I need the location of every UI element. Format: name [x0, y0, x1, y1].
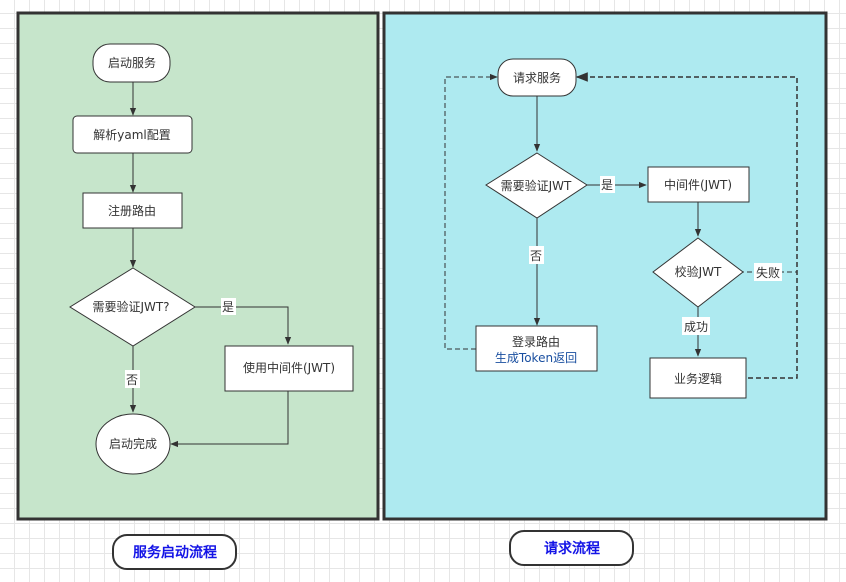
request-flow-caption: 请求流程 — [509, 530, 634, 566]
node-middleware-jwt: 中间件(JWT) — [647, 166, 750, 203]
node-verify-jwt-label: 校验JWT — [675, 264, 722, 279]
request-flow-caption-label: 请求流程 — [544, 540, 600, 557]
node-login-route-sublabel: 生成Token返回 — [495, 351, 577, 365]
node-business-logic: 业务逻辑 — [649, 357, 747, 399]
node-verify-jwt-decision: 校验JWT — [652, 237, 744, 308]
request-flow-panel — [382, 11, 828, 521]
node-start-service-label: 启动服务 — [108, 55, 156, 70]
edge-label-no: 否 — [125, 370, 140, 388]
node-need-jwt-decision: 需要验证JWT? — [69, 267, 196, 347]
startup-flow-caption: 服务启动流程 — [112, 534, 237, 570]
node-need-jwt-label: 需要验证JWT — [501, 178, 572, 193]
startup-flow-caption-label: 服务启动流程 — [133, 544, 217, 561]
node-need-jwt-decision: 需要验证JWT — [485, 152, 588, 219]
node-startup-done-label: 启动完成 — [109, 436, 157, 451]
svg-text:成功: 成功 — [684, 320, 708, 334]
node-login-route-label: 登录路由 — [512, 334, 560, 349]
edge-label-yes: 是 — [221, 298, 236, 315]
svg-text:是: 是 — [222, 300, 234, 314]
svg-text:是: 是 — [601, 178, 613, 192]
node-register-routes-label: 注册路由 — [108, 203, 156, 218]
node-login-route: 登录路由 生成Token返回 — [475, 325, 598, 372]
edge-login-back-to-request — [444, 73, 498, 350]
svg-text:否: 否 — [530, 249, 542, 263]
startup-flow-panel — [16, 11, 380, 521]
node-use-middleware-label: 使用中间件(JWT) — [243, 360, 335, 375]
node-request-service-label: 请求服务 — [513, 70, 561, 85]
edge-label-no: 否 — [529, 246, 544, 264]
node-middleware-jwt-label: 中间件(JWT) — [664, 177, 732, 192]
node-register-routes: 注册路由 — [82, 192, 183, 229]
node-parse-config-label: 解析yaml配置 — [93, 128, 170, 142]
svg-text:否: 否 — [126, 373, 138, 387]
edge-business-back-to-request — [575, 72, 798, 379]
node-startup-done: 启动完成 — [95, 413, 171, 475]
edge-middleware-to-done — [170, 391, 289, 448]
node-business-logic-label: 业务逻辑 — [674, 371, 722, 386]
edge-label-fail: 失败 — [754, 263, 782, 281]
svg-text:失败: 失败 — [756, 265, 780, 280]
node-use-middleware: 使用中间件(JWT) — [224, 345, 354, 392]
node-request-service: 请求服务 — [497, 58, 577, 97]
node-parse-config: 解析yaml配置 — [72, 115, 193, 154]
edge-label-success: 成功 — [682, 317, 710, 335]
node-start-service: 启动服务 — [92, 43, 171, 83]
node-need-jwt-label: 需要验证JWT? — [92, 299, 169, 314]
edge-label-yes: 是 — [600, 176, 615, 193]
